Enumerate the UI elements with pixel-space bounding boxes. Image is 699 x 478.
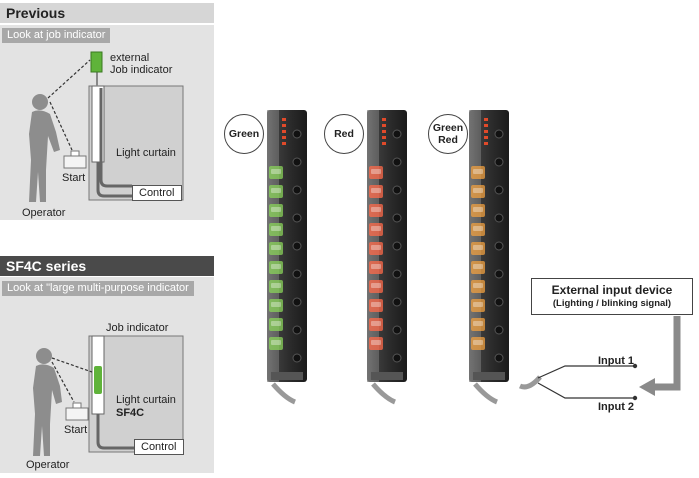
prev-operator-label: Operator [22,207,66,219]
indicator-segment [269,242,283,255]
external-device-title: External input device [551,283,673,297]
indicator-segment [369,204,383,217]
sf4c-indicator-label: Job indicator [106,322,169,334]
sf4c-control-box: Control [134,439,184,455]
mode-red-badge: Red [324,114,364,154]
sf4c-light-curtain-label: Light curtain [116,394,176,406]
indicator-segment [369,261,383,274]
sf4c-unit [367,110,407,405]
sf4c-subheader: Look at "large multi-purpose indicator [2,281,194,296]
operator-figure [29,94,60,202]
indicator-segment [471,337,485,350]
indicator-segment [471,280,485,293]
indicator-segment [369,242,383,255]
large-indicator [94,366,102,394]
operator-figure [33,348,62,456]
indicator-segment [471,223,485,236]
indicator-segment [471,261,485,274]
indicator-segment [269,185,283,198]
indicator-segment [369,185,383,198]
sf4c-operator-label: Operator [26,459,70,471]
sf4c-illustration [33,335,184,456]
indicator-segment [269,337,283,350]
indicator-segment [269,223,283,236]
indicator-segment [369,299,383,312]
indicator-segment [269,280,283,293]
indicator-segment [269,261,283,274]
prev-control-box: Control [132,185,182,201]
indicator-segment [471,185,485,198]
indicator-segment [369,280,383,293]
sf4c-units-illustration [267,110,681,405]
indicator-segment [471,318,485,331]
indicator-segment [269,166,283,179]
input1-label: Input 1 [598,355,635,367]
sf4c-start-label: Start [64,424,88,436]
indicator-segment [269,204,283,217]
prev-light-curtain-label: Light curtain [116,147,176,159]
indicator-segment [269,318,283,331]
machine-box [88,335,184,453]
previous-header: Previous [0,3,214,23]
mode-green-red-badge: Green Red [428,114,468,154]
job-indicator-light [90,51,103,73]
indicator-segment [369,223,383,236]
external-input-device: External input device (Lighting / blinki… [531,278,693,315]
indicator-segment [269,299,283,312]
input2-label: Input 2 [598,401,635,413]
prev-start-label: Start [62,172,86,184]
sf4c-header: SF4C series [0,256,214,276]
sf4c-model-label: SF4C [116,407,145,419]
indicator-segment [471,166,485,179]
indicator-segment [369,166,383,179]
previous-subheader: Look at job indicator [2,28,111,43]
indicator-segment [471,242,485,255]
indicator-segment [471,204,485,217]
sf4c-unit [469,110,509,405]
indicator-segment [369,337,383,350]
indicator-segment [471,299,485,312]
external-device-subtitle: (Lighting / blinking signal) [552,298,672,309]
prev-indicator-label: external Job indicator [110,52,173,76]
mode-green-badge: Green [224,114,264,154]
sf4c-unit [267,110,307,405]
indicator-segment [369,318,383,331]
